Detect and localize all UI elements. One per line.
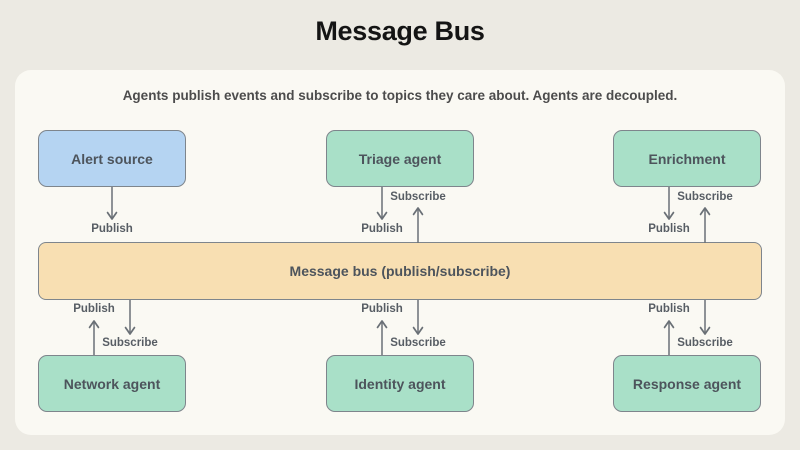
node-label: Network agent [63, 375, 161, 392]
publish-label: Publish [648, 303, 690, 315]
subscribe-label: Subscribe [677, 337, 733, 349]
node-triage-agent: Triage agent [326, 130, 474, 187]
publish-label: Publish [91, 223, 133, 235]
node-label: Enrichment [648, 150, 726, 167]
publish-label: Publish [361, 303, 403, 315]
node-label: Identity agent [354, 375, 446, 392]
node-identity-agent: Identity agent [326, 355, 474, 412]
node-network-agent: Network agent [38, 355, 186, 412]
node-label: Alert source [71, 150, 153, 167]
publish-label: Publish [361, 223, 403, 235]
message-bus-bar: Message bus (publish/subscribe) [38, 242, 762, 300]
page-title: Message Bus [315, 16, 485, 46]
node-response-agent: Response agent [613, 355, 761, 412]
node-enrichment: Enrichment [613, 130, 761, 187]
bus-label: Message bus (publish/subscribe) [289, 263, 511, 279]
subscribe-label: Subscribe [677, 191, 733, 203]
subscribe-label: Subscribe [390, 337, 446, 349]
node-label: Response agent [632, 375, 742, 392]
diagram-subtitle: Agents publish events and subscribe to t… [122, 88, 678, 103]
publish-label: Publish [648, 223, 690, 235]
subscribe-label: Subscribe [390, 191, 446, 203]
subscribe-label: Subscribe [102, 337, 158, 349]
publish-label: Publish [73, 303, 115, 315]
node-label: Triage agent [358, 150, 442, 167]
node-alert-source: Alert source [38, 130, 186, 187]
